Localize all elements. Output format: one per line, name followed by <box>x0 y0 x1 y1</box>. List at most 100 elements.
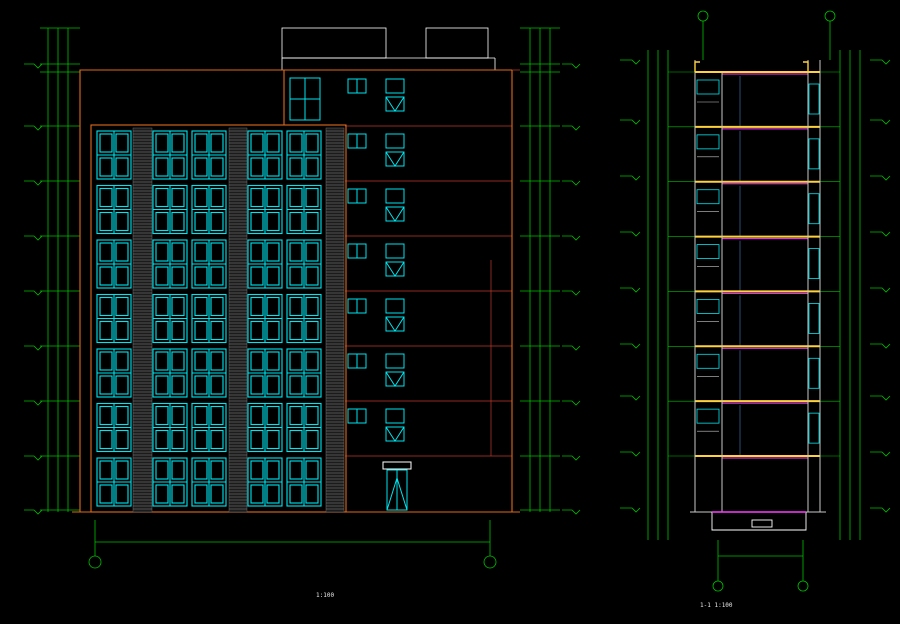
window-pane <box>266 187 280 208</box>
window-pane <box>250 157 264 177</box>
window-pane <box>115 460 129 480</box>
window-pane <box>266 296 280 317</box>
window-unit <box>286 184 322 235</box>
window-unit <box>96 348 132 398</box>
window-pane <box>194 484 208 504</box>
window-pane <box>305 242 319 262</box>
window-unit <box>152 130 188 180</box>
window-pane <box>155 296 169 317</box>
section-door <box>808 83 820 115</box>
window-pane <box>210 211 224 232</box>
window-pane <box>115 296 129 317</box>
window-pane <box>194 157 208 177</box>
window-unit <box>247 293 283 344</box>
window-unit <box>152 239 188 289</box>
window-pane <box>305 429 319 450</box>
window-pane <box>305 484 319 504</box>
window-unit <box>191 402 227 453</box>
window-unit <box>96 457 132 507</box>
window-pane <box>99 296 113 317</box>
window-pane <box>171 460 185 480</box>
elevation-window-grid <box>96 130 322 507</box>
elevation-caption: 1:100 <box>316 592 334 599</box>
window-pane <box>171 133 185 153</box>
window-pane <box>289 266 303 286</box>
window-pane <box>210 351 224 371</box>
side-window-upper <box>385 408 405 424</box>
elevation-caption-scale: 1:100 <box>316 592 335 599</box>
elevation-side-windows <box>347 133 405 442</box>
window-pane <box>289 157 303 177</box>
window-pane <box>210 242 224 262</box>
window-pane <box>115 320 129 341</box>
window-pane <box>99 429 113 450</box>
side-window-swing <box>385 316 405 332</box>
window-unit <box>96 184 132 235</box>
window-unit <box>191 348 227 398</box>
elevation-drawing <box>24 27 581 569</box>
window-pane <box>115 157 129 177</box>
window-pane <box>115 351 129 371</box>
window-pane <box>210 484 224 504</box>
window-pane <box>289 133 303 153</box>
window-pane <box>305 405 319 426</box>
window-pane <box>194 211 208 232</box>
window-pane <box>194 429 208 450</box>
elevation-upper-windows <box>289 77 405 121</box>
section-right-dimensions <box>839 50 891 540</box>
section-window <box>696 244 720 259</box>
side-window-swing <box>385 371 405 387</box>
window-pane <box>194 242 208 262</box>
window-unit <box>152 457 188 507</box>
elevation-roof-structures <box>281 27 496 70</box>
window-pane <box>194 460 208 480</box>
window-unit <box>152 184 188 235</box>
window-pane <box>171 320 185 341</box>
window-unit <box>152 348 188 398</box>
window-pane <box>289 296 303 317</box>
window-pane <box>305 351 319 371</box>
window-pane <box>99 242 113 262</box>
window-pane <box>210 296 224 317</box>
window-unit <box>191 457 227 507</box>
window-pane <box>171 242 185 262</box>
window-pane <box>155 266 169 286</box>
window-pane <box>210 460 224 480</box>
window-pane <box>266 405 280 426</box>
window-pane <box>250 211 264 232</box>
window-pane <box>305 460 319 480</box>
window-pane <box>155 211 169 232</box>
window-unit <box>247 130 283 180</box>
window-unit <box>191 130 227 180</box>
side-window-upper <box>385 188 405 204</box>
section-caption-id: 1-1 <box>700 602 711 609</box>
window-pane <box>99 460 113 480</box>
section-floor <box>668 180 840 237</box>
window-pane <box>115 405 129 426</box>
window-unit <box>247 184 283 235</box>
window-pane <box>289 211 303 232</box>
window-pane <box>266 320 280 341</box>
window-pane <box>194 187 208 208</box>
section-foundation <box>711 512 807 531</box>
section-window <box>696 299 720 314</box>
window-pane <box>155 484 169 504</box>
section-door <box>808 193 820 225</box>
section-window <box>696 408 720 424</box>
window-pane <box>305 296 319 317</box>
side-window-set <box>347 188 405 222</box>
window-pane <box>210 429 224 450</box>
window-pane <box>171 375 185 395</box>
section-caption-scale: 1:100 <box>714 602 733 609</box>
window-pane <box>155 133 169 153</box>
window-pane <box>210 320 224 341</box>
window-unit <box>247 348 283 398</box>
window-pane <box>210 375 224 395</box>
window-pane <box>171 187 185 208</box>
window-pane <box>289 351 303 371</box>
section-caption: 1-1 1:100 <box>700 602 733 609</box>
window-pane <box>305 211 319 232</box>
window-pane <box>115 484 129 504</box>
side-window-swing <box>385 426 405 442</box>
window-pane <box>250 351 264 371</box>
